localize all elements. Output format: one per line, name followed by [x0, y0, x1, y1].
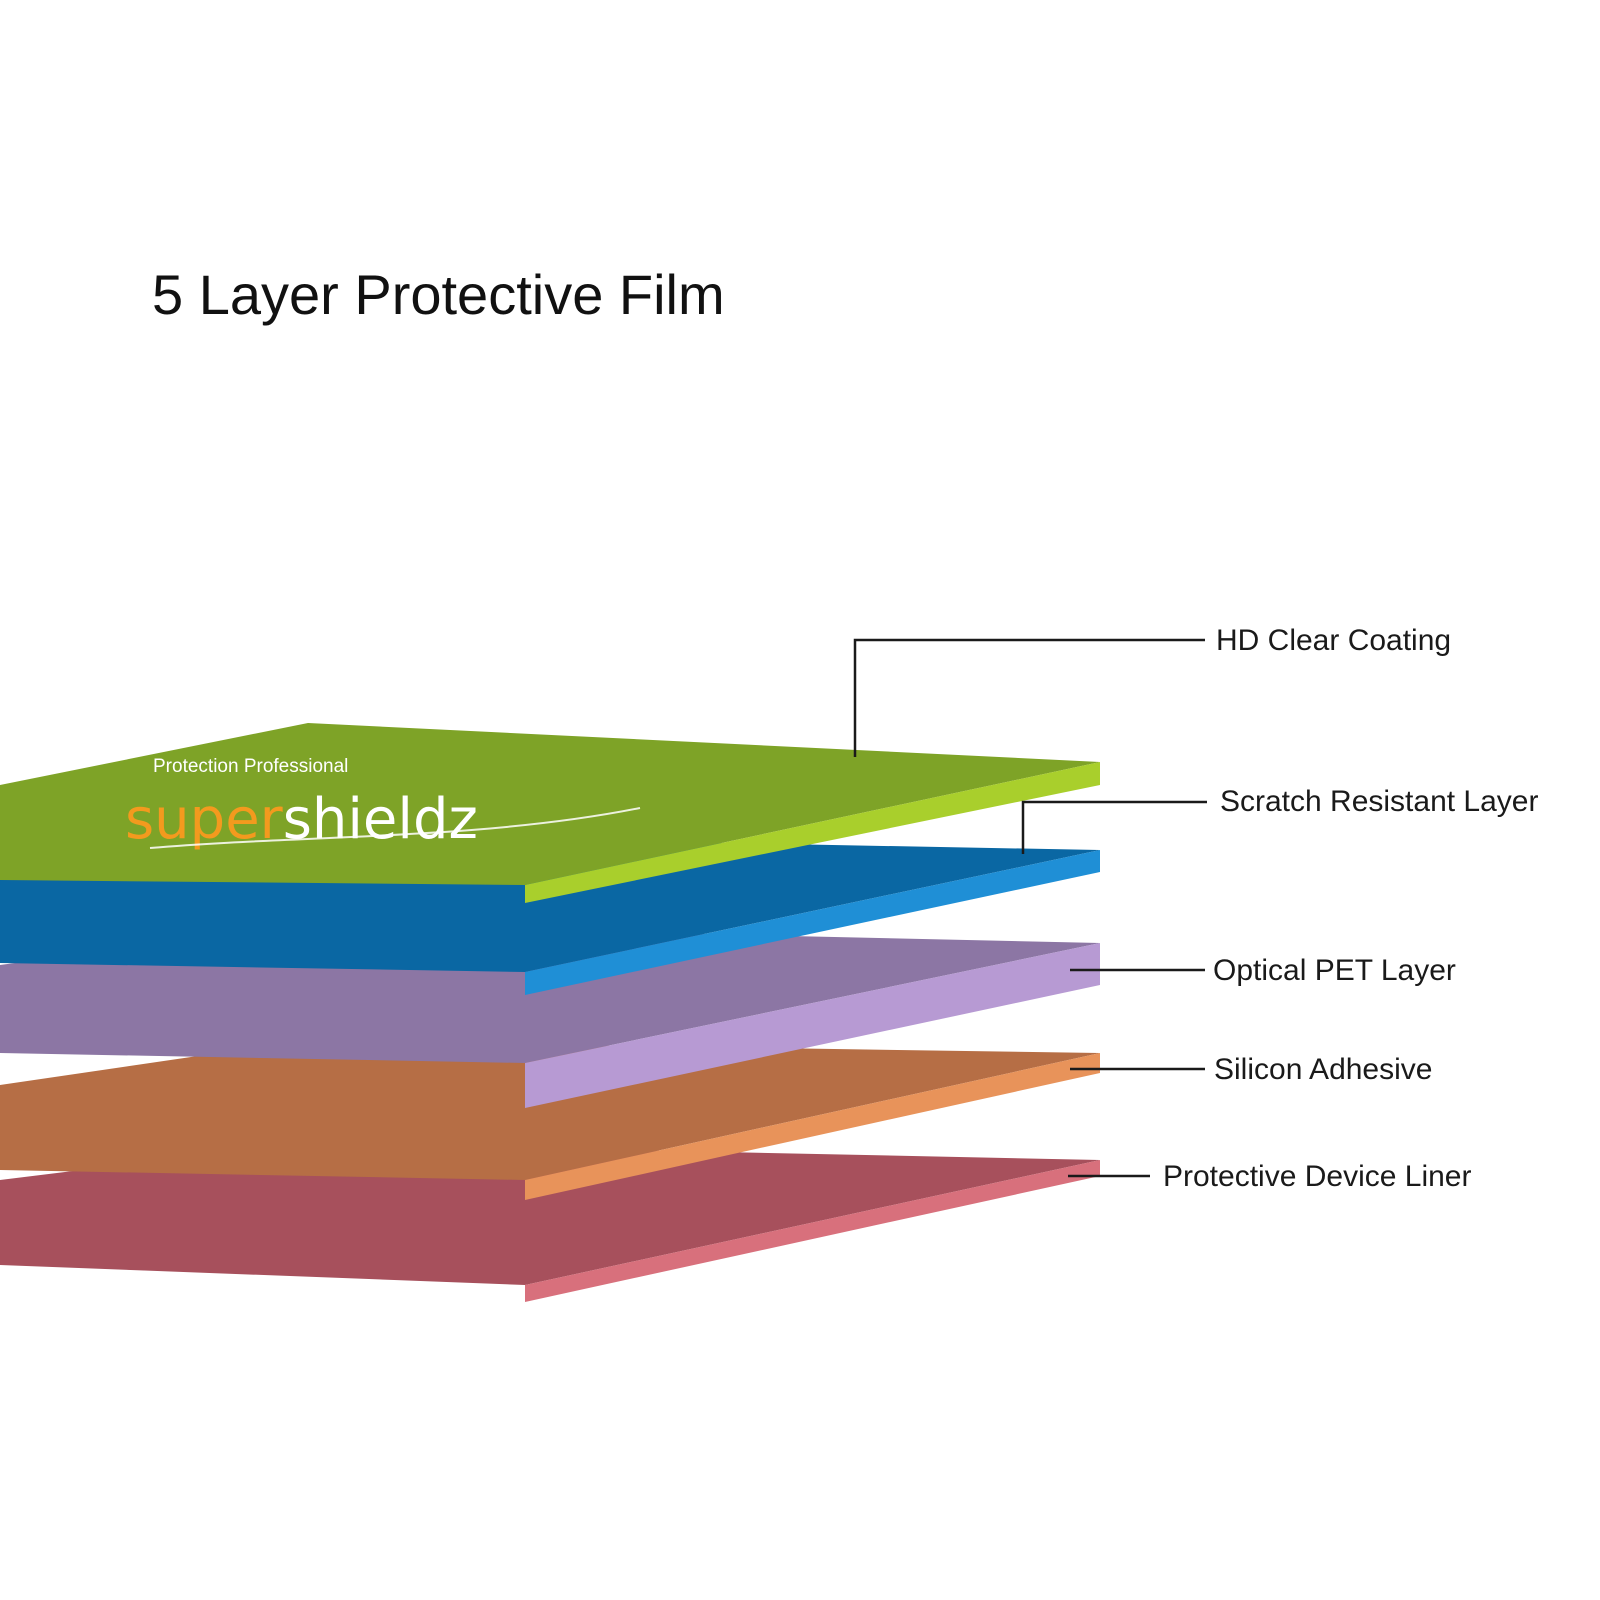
layer-silicon-adhesive-edge [525, 1053, 1100, 1200]
label-hd-clear-coating: HD Clear Coating [1216, 624, 1451, 657]
layer-protective-device-liner-edge [525, 1160, 1100, 1302]
layer-hd-clear-coating [0, 723, 1100, 903]
leader-line-scratch-resistant [1021, 800, 1207, 854]
brand-swoosh [149, 807, 641, 849]
page-title: 5 Layer Protective Film [152, 263, 725, 326]
leader-line-hd-clear-coating [853, 638, 1205, 757]
label-scratch-resistant: Scratch Resistant Layer [1220, 785, 1538, 818]
layer-silicon-adhesive-top [0, 1041, 1100, 1180]
layer-hd-clear-coating-edge [525, 762, 1100, 903]
layer-protective-device-liner [0, 1143, 1100, 1302]
brand-name-super: super [125, 787, 284, 852]
layer-optical-pet-edge [525, 943, 1100, 1108]
layer-protective-device-liner-top [0, 1143, 1100, 1285]
brand-logo: Protection Professional supershieldz [125, 756, 641, 852]
brand-tagline: Protection Professional [153, 756, 348, 777]
label-silicon-adhesive: Silicon Adhesive [1214, 1053, 1432, 1086]
brand-name-shieldz: shieldz [283, 787, 478, 852]
leader-lines [853, 638, 1207, 1178]
label-protective-device-liner: Protective Device Liner [1163, 1160, 1471, 1193]
layer-scratch-resistant-edge [525, 850, 1100, 995]
layer-silicon-adhesive [0, 1041, 1100, 1200]
layer-hd-clear-coating-top [0, 723, 1100, 885]
brand-name: supershieldz [125, 787, 478, 852]
label-optical-pet: Optical PET Layer [1213, 954, 1456, 987]
